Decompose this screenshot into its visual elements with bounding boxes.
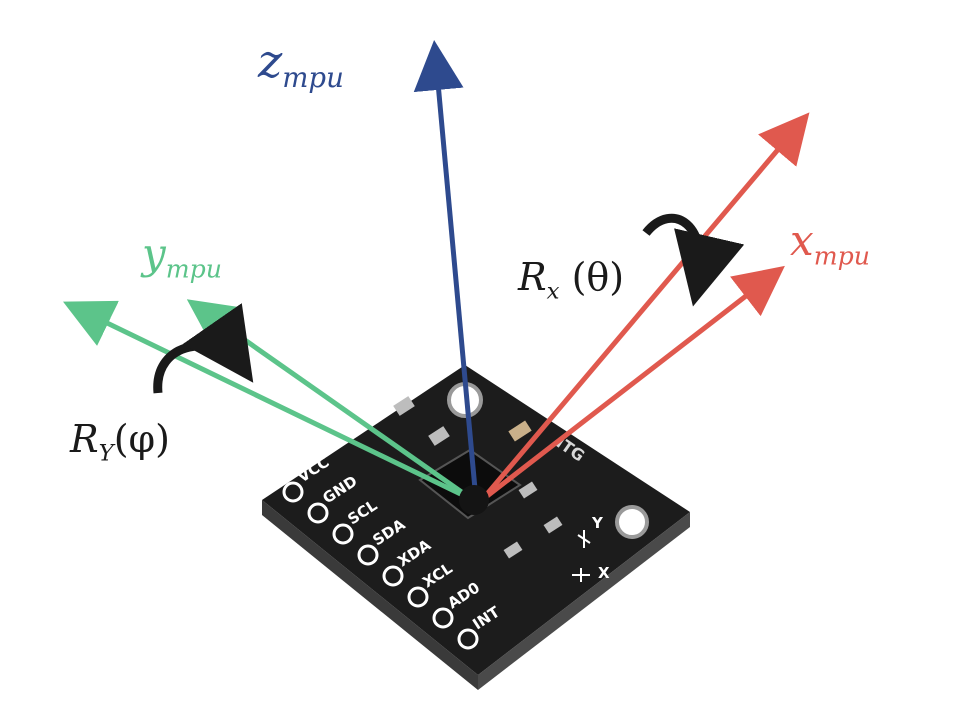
pcb-board: VCC GND SCL SDA XDA XCL — [262, 365, 690, 690]
board-axis-mark-x: X — [598, 564, 610, 582]
z-axis-arrow — [413, 40, 479, 501]
board-axis-mark-y: Y — [591, 514, 604, 532]
board-mounting-hole-right — [615, 505, 649, 539]
rotation-label-y: RY(φ) — [70, 417, 170, 467]
pin-int: INT — [457, 602, 504, 650]
origin-marker — [459, 485, 489, 515]
x-axis-arrows — [480, 112, 810, 502]
smd-components — [393, 396, 563, 559]
z-axis-label: zmpu — [258, 34, 344, 95]
x-axis-label: xmpu — [790, 216, 870, 271]
board-axis-markings: Y X — [572, 514, 610, 582]
sensor-chip — [418, 448, 522, 520]
y-axis-label: ympu — [142, 229, 222, 284]
rotation-arrow-y — [153, 303, 254, 394]
rotation-arrow-x — [642, 213, 745, 307]
rotation-label-x: Rx (θ) — [518, 255, 625, 305]
